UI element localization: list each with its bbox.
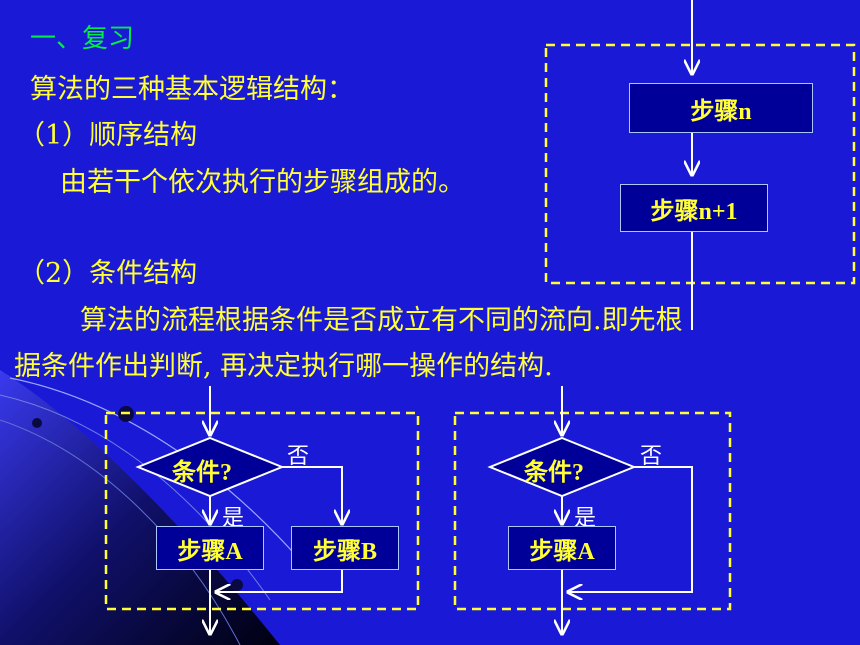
- decor-dot: [32, 418, 42, 428]
- sequence-desc: 由若干个依次执行的步骤组成的。: [60, 167, 465, 198]
- sequence-step-n1-box: 步骤n+1: [620, 184, 768, 232]
- conditional-desc-line2: 据条件作出判断, 再决定执行哪一操作的结构.: [14, 351, 553, 382]
- decor-dot: [231, 579, 243, 591]
- conditional-desc-line1: 算法的流程根据条件是否成立有不同的流向.即先根: [80, 305, 683, 336]
- left-no-label: 否: [287, 444, 310, 469]
- left-no-arrow: [282, 466, 342, 524]
- left-step-b-box: 步骤B: [291, 526, 399, 570]
- intro-text: 算法的三种基本逻辑结构：: [30, 74, 354, 105]
- right-no-label: 否: [640, 444, 663, 469]
- sequence-title: （1）顺序结构: [18, 120, 198, 151]
- right-no-path: [568, 466, 693, 592]
- decor-curve: [0, 419, 241, 645]
- right-step-a-box: 步骤A: [508, 526, 616, 570]
- conditional-left-frame: [104, 411, 420, 611]
- sequence-step-n-box: 步骤n: [629, 83, 813, 133]
- section-heading: 一、复习: [30, 24, 135, 54]
- right-condition-label: 条件?: [524, 460, 584, 486]
- left-step-a-box: 步骤A: [156, 526, 264, 570]
- left-condition-label: 条件?: [172, 460, 232, 486]
- sequence-frame: [544, 43, 856, 285]
- conditional-right-frame: [453, 411, 732, 611]
- decor-curve: [9, 377, 301, 561]
- left-yes-label: 是: [222, 506, 245, 531]
- right-yes-label: 是: [574, 506, 597, 531]
- left-b-merge-arrow: [216, 570, 343, 592]
- conditional-title: （2）条件结构: [18, 258, 198, 289]
